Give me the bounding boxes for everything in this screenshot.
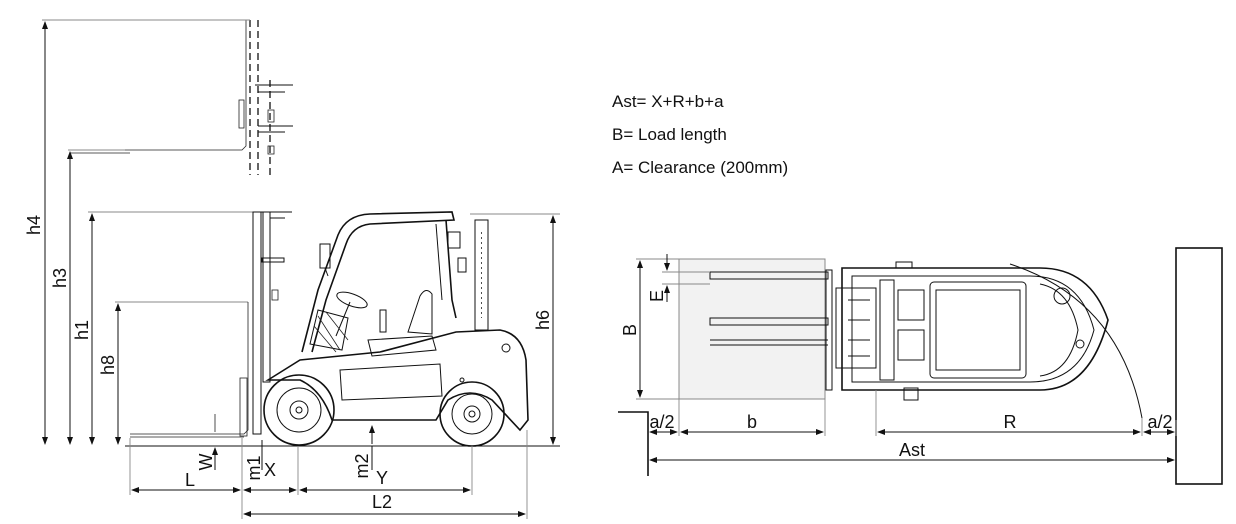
label-h8: h8 — [98, 355, 118, 375]
formula-clearance: A= Clearance (200mm) — [612, 158, 789, 177]
top-view: B E a/2 b R a/2 Ast — [618, 247, 1223, 485]
aisle-wall-left — [618, 411, 649, 476]
label-e: E — [647, 290, 667, 302]
label-h6: h6 — [533, 310, 553, 330]
label-w: W — [196, 454, 216, 471]
exhaust-pipe — [474, 219, 489, 331]
label-a-half-left: a/2 — [649, 412, 674, 432]
seat-and-steering — [309, 290, 437, 357]
formula-load-length: B= Load length — [612, 125, 727, 144]
label-h4: h4 — [24, 215, 44, 235]
load-box — [678, 258, 826, 400]
label-r: R — [1004, 412, 1017, 432]
formula-ast: Ast= X+R+b+a — [612, 92, 724, 111]
label-b-load-length: B — [620, 324, 640, 336]
label-m2: m2 — [352, 453, 372, 478]
front-wheel — [263, 374, 335, 446]
raised-fork-assembly — [70, 20, 293, 175]
label-a-half-right: a/2 — [1147, 412, 1172, 432]
label-h3: h3 — [50, 268, 70, 288]
turning-radius-arc — [1009, 263, 1143, 419]
rear-wheel — [439, 381, 505, 447]
side-view: h4 h3 h1 h8 h6 — [24, 19, 560, 520]
fork-upper — [709, 271, 829, 280]
mast — [252, 211, 292, 435]
label-x: X — [264, 460, 276, 480]
label-y: Y — [376, 468, 388, 488]
fork-lower — [709, 317, 829, 326]
label-h1: h1 — [72, 320, 92, 340]
label-l: L — [185, 470, 195, 490]
label-m1: m1 — [244, 455, 264, 480]
truck-top-body — [825, 261, 1109, 401]
label-ast: Ast — [899, 440, 925, 460]
lowered-fork — [130, 302, 249, 438]
overhead-guard — [301, 211, 467, 353]
aisle-wall-right — [1175, 247, 1223, 485]
label-l2: L2 — [372, 492, 392, 512]
label-b-width: b — [747, 412, 757, 432]
truck-body — [265, 329, 529, 432]
